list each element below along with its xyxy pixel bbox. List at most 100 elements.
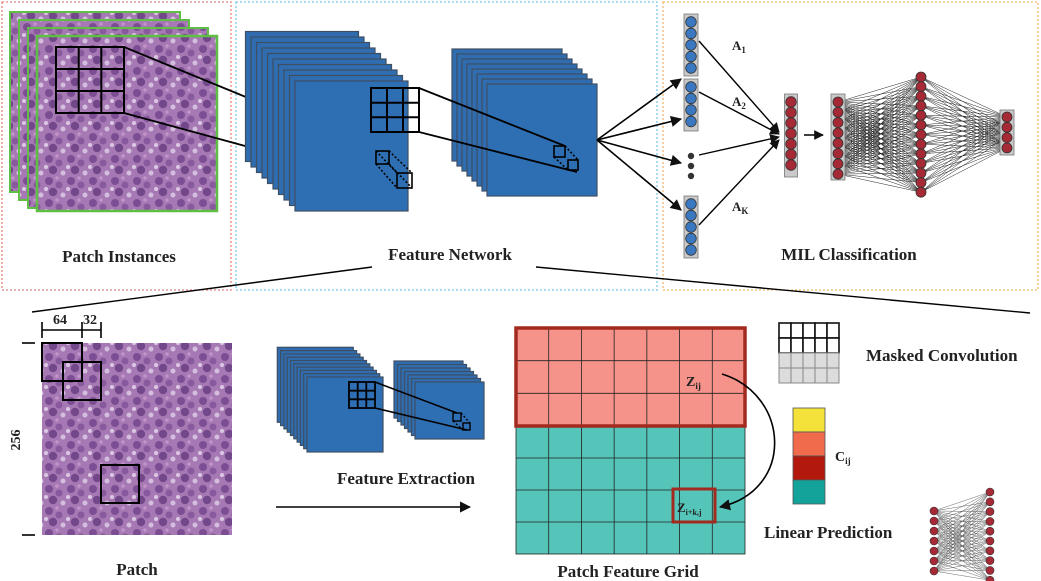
mlp-connections [837, 76, 1008, 193]
mask-cell-active [802, 337, 816, 354]
mlp-classifier [830, 71, 1015, 198]
mlp-node [832, 127, 844, 139]
mlp-node [832, 117, 844, 128]
feature-network-box [235, 1, 658, 291]
feature-stack-1 [244, 30, 409, 212]
feature-map-front [306, 376, 384, 453]
feature-grid-kernel [370, 87, 420, 133]
linear-node [929, 506, 939, 516]
prediction-arrow [718, 373, 776, 511]
linear-node [985, 575, 995, 581]
mask-cell-active [826, 322, 840, 339]
label-ak: AK [732, 199, 748, 216]
patch-instances-box [1, 1, 232, 291]
attention-column-1 [683, 13, 699, 77]
label-zij: Zij [686, 375, 701, 391]
linear-node [929, 536, 939, 546]
label-patch-feature-grid: Patch Feature Grid [557, 562, 699, 581]
node [785, 138, 797, 150]
linear-node [929, 556, 939, 566]
mil-classification-box [662, 1, 1039, 291]
label-cij: Cij [835, 450, 851, 466]
linear-prediction-net [929, 487, 995, 581]
feature-stack-2 [451, 48, 598, 197]
mlp-node [915, 90, 927, 102]
node [685, 92, 697, 105]
linear-node [985, 526, 995, 536]
masked-convolution-icon [778, 322, 840, 384]
mask-cell-masked [778, 352, 792, 369]
patch-instance-stack [9, 11, 219, 213]
mask-cell-masked [826, 352, 840, 369]
mlp-node [832, 96, 844, 108]
mlp-node [832, 106, 844, 118]
node [785, 148, 797, 161]
label-patch: Patch [116, 560, 158, 579]
linear-node [985, 566, 995, 575]
node [785, 106, 797, 119]
connector-left [31, 266, 373, 313]
mask-cell-active [778, 322, 792, 339]
linear-node [985, 487, 995, 497]
aggregation-arrows [698, 40, 824, 226]
feature-map-front [486, 83, 598, 197]
mask-cell-masked [814, 352, 828, 369]
linear-node [985, 546, 995, 556]
node [685, 104, 697, 116]
patch-crop-boxes [41, 342, 140, 504]
label-32: 32 [83, 313, 97, 328]
node [685, 16, 697, 28]
mlp-node [832, 168, 844, 180]
node [685, 244, 697, 256]
mlp-node [1001, 111, 1013, 123]
node [685, 221, 697, 233]
node [785, 96, 797, 108]
mask-cell-masked [826, 367, 840, 384]
node [685, 62, 697, 74]
linear-node [985, 517, 995, 526]
linear-node [929, 566, 939, 576]
attention-ellipsis [687, 152, 695, 180]
label-feature-network: Feature Network [388, 245, 512, 264]
mlp-node [915, 157, 927, 169]
mlp-node [915, 110, 927, 121]
mlp-node [915, 138, 927, 150]
label-64: 64 [53, 313, 67, 328]
node [685, 209, 697, 222]
mask-cell-active [814, 337, 828, 354]
mask-cell-masked [802, 352, 816, 369]
mlp-node [915, 81, 927, 92]
linear-node [929, 526, 939, 536]
node [685, 198, 697, 210]
mask-cell-masked [802, 367, 816, 384]
mlp-node [915, 167, 927, 179]
mask-cell-active [778, 337, 792, 354]
mlp-node [915, 148, 927, 160]
feature-cube-1 [375, 150, 413, 189]
context-vector [792, 407, 826, 505]
mlp-node [832, 137, 844, 149]
grid-background [515, 327, 746, 427]
node [685, 115, 697, 128]
label-masked-convolution: Masked Convolution [866, 346, 1018, 365]
patch-size-brackets [22, 322, 102, 536]
label-a1: A1 [732, 38, 746, 55]
extraction-cube [452, 412, 471, 431]
mask-cell-active [826, 337, 840, 354]
label-256: 256 [9, 430, 24, 451]
mask-cell-active [790, 337, 804, 354]
linear-node [985, 507, 995, 516]
mask-cell-masked [790, 352, 804, 369]
linear-node [929, 546, 939, 556]
label-feature-extraction: Feature Extraction [337, 469, 476, 488]
mask-cell-masked [778, 367, 792, 384]
mlp-node [915, 186, 927, 198]
context-grid [515, 327, 746, 427]
linear-node [985, 497, 995, 507]
mask-cell-active [814, 322, 828, 339]
attention-column-2 [683, 78, 699, 132]
mlp-node [1001, 121, 1013, 133]
feature-map-front [294, 80, 409, 212]
mlp-node [915, 129, 927, 141]
node [685, 39, 697, 51]
